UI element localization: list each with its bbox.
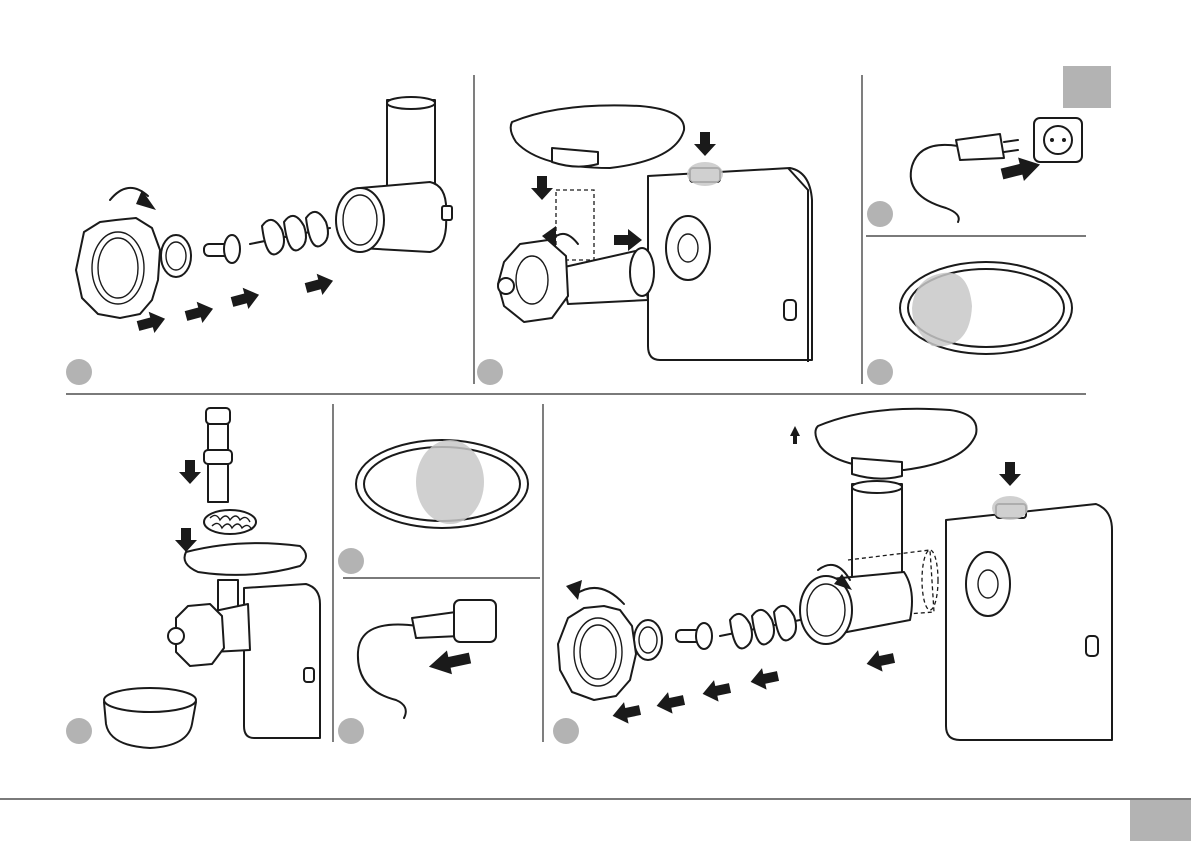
panel-5-feed-meat	[66, 408, 320, 748]
panel-2-attach-grinder	[477, 105, 812, 385]
panel-6-power-indicator	[338, 440, 528, 574]
step-badge	[66, 359, 92, 385]
step-badge	[867, 201, 893, 227]
step-badge	[553, 718, 579, 744]
step-badge	[66, 718, 92, 744]
panel-1-exploded-assembly	[66, 97, 452, 385]
panel-4-power-indicator	[867, 262, 1072, 385]
step-badge	[477, 359, 503, 385]
panel-8-disassemble	[553, 409, 1112, 744]
panel-3-plug-in	[867, 118, 1082, 227]
step-badge	[338, 548, 364, 574]
step-badge	[867, 359, 893, 385]
step-badge	[338, 718, 364, 744]
page-number-box	[1130, 800, 1191, 841]
language-tab-marker	[1063, 66, 1111, 108]
panel-7-unplug	[338, 600, 496, 744]
